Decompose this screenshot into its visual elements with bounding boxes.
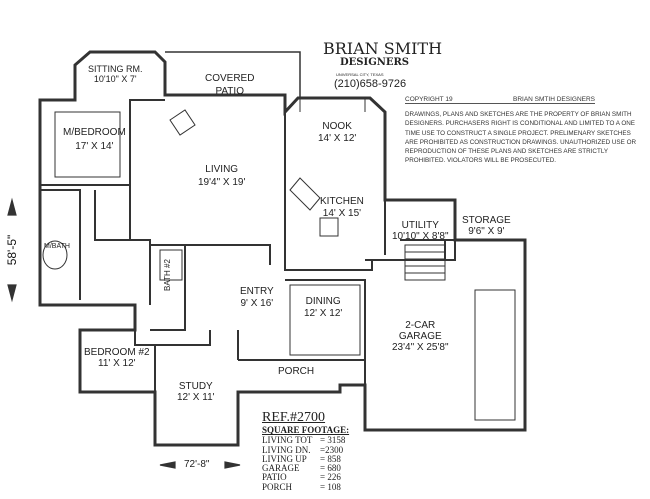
room-name: M/BEDROOM — [63, 127, 126, 138]
room-porch: PORCH — [278, 366, 315, 377]
footage-value: = 858 — [320, 453, 341, 464]
footage-row: LIVING DN. =2300 — [262, 444, 349, 455]
room-size: 14' X 15' — [322, 208, 362, 219]
room-name: UTILITY — [401, 220, 439, 231]
room-size: PATIO — [215, 86, 244, 97]
footage-row: PORCH = 108 — [262, 481, 349, 492]
room-size: 9' X 16' — [240, 298, 274, 309]
footage-label: LIVING TOT — [262, 435, 313, 446]
footage-label: PORCH — [262, 481, 293, 492]
designer-location: UNIVERSAL CITY, TEXAS — [336, 72, 384, 77]
room-living: LIVING 19'4" X 19' — [198, 163, 245, 189]
footage-row: GARAGE = 680 — [262, 463, 349, 474]
footage-label: LIVING UP — [262, 453, 307, 464]
footage-row: LIVING TOT = 3158 — [262, 435, 349, 446]
reference-number: REF.#2700 — [262, 410, 326, 425]
room-master-bedroom: M/BEDROOM 17' X 14' — [63, 126, 126, 154]
dimension-arrows — [7, 197, 241, 469]
designer-name: BRIAN SMITH — [323, 39, 443, 58]
copyright-line: COPYRIGHT 19 BRIAN SMTIH DESIGNERS — [405, 96, 595, 104]
room-size: 19'4" X 19' — [198, 177, 246, 188]
room-size: 12' X 11' — [177, 392, 215, 403]
room-size: 23'4" X 25'8" — [392, 342, 449, 353]
dimension-width: 72'-8" — [184, 459, 210, 470]
footage-label: LIVING DN. — [262, 444, 311, 455]
room-sitting: SITTING RM.10'10" X 7' — [88, 64, 143, 84]
fixtures — [42, 98, 516, 421]
room-size: 14' X 12' — [318, 133, 357, 144]
footage-heading: SQUARE FOOTAGE: — [262, 425, 350, 435]
footage-value: =2300 — [320, 444, 344, 455]
interior-walls — [40, 99, 456, 392]
designer-subtitle: DESIGNERS — [340, 57, 410, 68]
footage-label: GARAGE — [262, 463, 300, 474]
room-size: 12' X 12' — [304, 308, 343, 319]
designer-phone: (210)658-9726 — [334, 78, 407, 90]
room-name: SITTING RM. — [88, 64, 143, 74]
room-name: NOOK — [322, 121, 352, 132]
footage-value: = 226 — [320, 472, 341, 483]
room-bath-2: BATH #2 — [162, 259, 172, 291]
footage-value: = 108 — [320, 481, 341, 492]
room-size: 11' X 12' — [98, 358, 136, 369]
room-size: 17' X 14' — [75, 141, 114, 152]
footage-value: = 680 — [320, 463, 341, 474]
dimension-depth: 58'-5" — [5, 234, 19, 266]
footage-value: = 3158 — [320, 435, 346, 446]
room-name: STORAGE — [462, 215, 511, 226]
room-name: GARAGE — [398, 331, 442, 342]
room-size: 9'6" X 9' — [468, 226, 505, 237]
room-size: 10'10" X 8'8" — [392, 231, 449, 242]
footage-row: LIVING UP = 858 — [262, 453, 349, 464]
room-name: KITCHEN — [320, 196, 364, 207]
copyright-year: COPYRIGHT 19 — [405, 96, 453, 103]
room-size: 10'10" X 7' — [93, 74, 137, 84]
room-patio: COVERED PATIO — [205, 72, 254, 98]
room-name: LIVING — [205, 164, 239, 175]
room-name: 2-CAR — [405, 320, 436, 331]
legal-notice: DRAWINGS, PLANS AND SKETCHES ARE THE PRO… — [405, 111, 637, 165]
footage-row: PATIO = 226 — [262, 472, 349, 483]
copyright-holder: BRIAN SMTIH DESIGNERS — [513, 96, 595, 103]
square-footage-table: REF.#2700 SQUARE FOOTAGE: LIVING TOT = 31… — [262, 410, 349, 492]
footage-label: PATIO — [262, 472, 287, 483]
room-name: COVERED — [205, 73, 255, 84]
room-name: STUDY — [178, 381, 213, 392]
room-name: BEDROOM #2 — [84, 347, 150, 358]
room-name: ENTRY — [240, 286, 274, 297]
room-name: DINING — [305, 296, 341, 307]
room-master-bath: M/BATH — [44, 243, 70, 250]
exterior-wall — [38, 50, 527, 447]
covered-patio-outline — [165, 51, 301, 98]
